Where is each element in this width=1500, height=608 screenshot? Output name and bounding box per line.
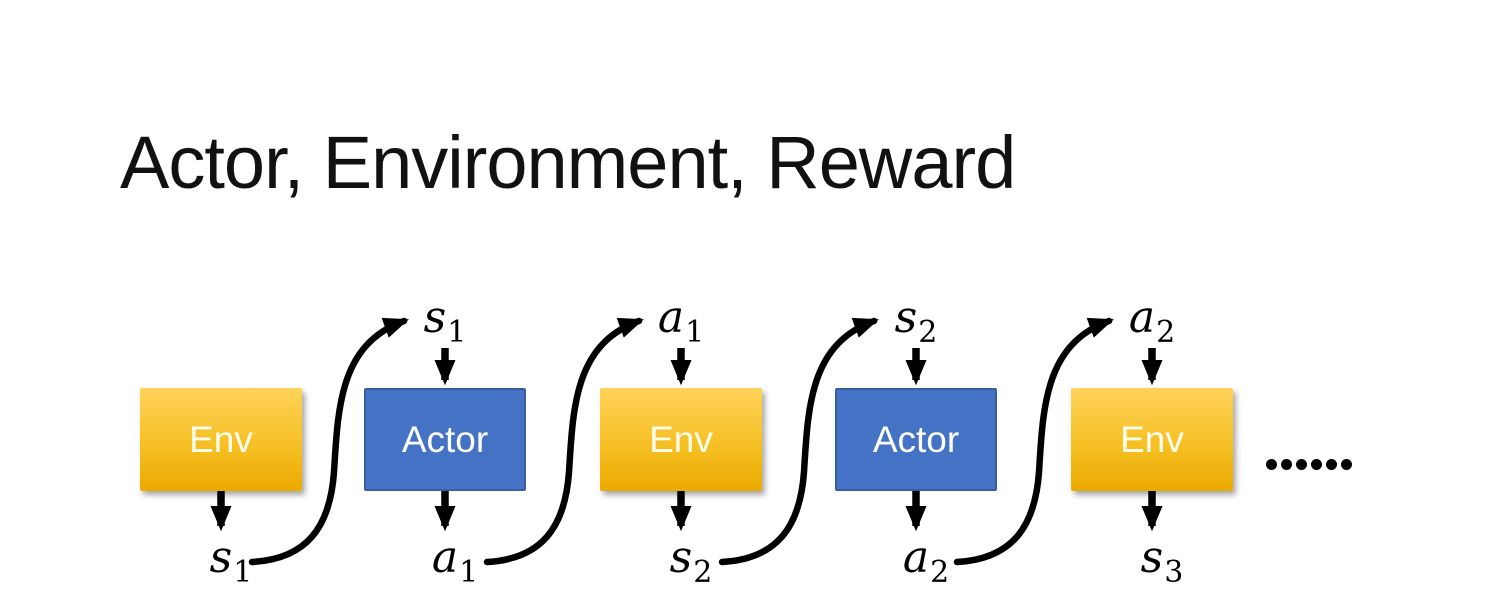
box-label: Env: [1120, 419, 1184, 460]
slide-title: Actor, Environment, Reward: [120, 121, 1016, 204]
env-box-2: Env: [600, 388, 762, 491]
ellipsis-dots: [1266, 458, 1352, 470]
label-a1-top: a1: [657, 292, 705, 350]
label-a2-bottom: a2: [902, 532, 950, 590]
actor-box-1: Actor: [364, 388, 526, 491]
curve-arrow-s1-to-actor1: [248, 317, 409, 566]
label-a2-top: a2: [1128, 292, 1176, 350]
curve-arrow-a2-to-env3: [953, 317, 1114, 566]
label-a1-bottom: a1: [431, 532, 479, 590]
box-label: Env: [649, 419, 713, 460]
actor-box-2: Actor: [835, 388, 997, 491]
label-s3-bottom: s3: [1140, 532, 1184, 590]
curve-arrow-s2-to-actor2: [718, 317, 879, 566]
env-box-3: Env: [1071, 388, 1233, 491]
label-s2-bottom: s2: [669, 532, 713, 590]
box-label: Actor: [872, 419, 960, 460]
label-s1-bottom: s1: [209, 532, 253, 590]
env-box-1: Env: [140, 388, 302, 491]
box-label: Actor: [401, 419, 489, 460]
label-s1-top: s1: [423, 292, 467, 350]
curve-arrow-a1-to-env2: [483, 317, 644, 566]
label-s2-top: s2: [894, 292, 938, 350]
box-label: Env: [189, 419, 253, 460]
